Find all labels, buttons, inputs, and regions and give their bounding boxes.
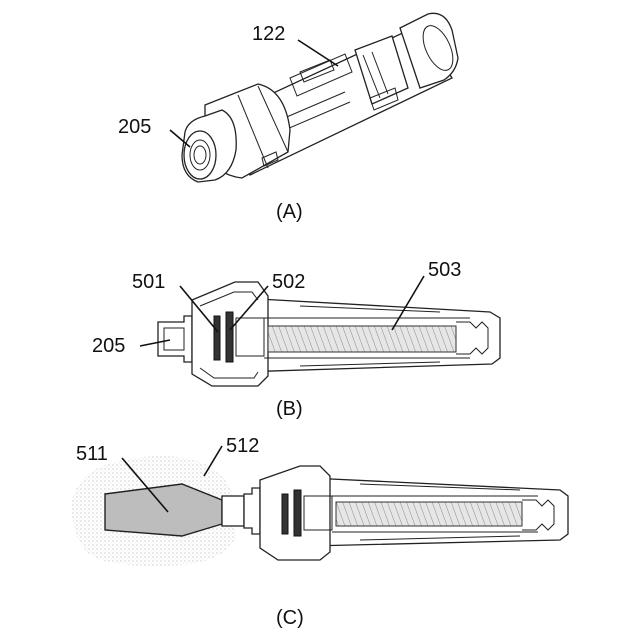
label-511: 511 <box>76 443 108 465</box>
connector-cross-section-b <box>158 282 500 386</box>
leader-line-122 <box>298 40 338 66</box>
part-502-seal <box>226 312 233 362</box>
label-503: 503 <box>428 259 461 281</box>
label-501: 501 <box>132 271 165 293</box>
label-122: 122 <box>252 23 285 45</box>
connector-cross-section-c <box>244 466 568 560</box>
panel-a: 122 205 (A) <box>118 13 459 223</box>
caption-b: (B) <box>276 398 303 420</box>
panel-c: 511 512 (C) <box>72 435 568 629</box>
connector-perspective-drawing <box>182 13 459 182</box>
label-205-a: 205 <box>118 116 151 138</box>
part-503-contact <box>268 326 456 352</box>
label-205-b: 205 <box>92 335 125 357</box>
caption-a: (A) <box>276 201 303 223</box>
panel-b: 501 502 503 205 (B) <box>92 259 500 420</box>
label-502: 502 <box>272 271 305 293</box>
label-512: 512 <box>226 435 259 457</box>
caption-c: (C) <box>276 607 304 629</box>
part-501-seal <box>214 316 220 360</box>
